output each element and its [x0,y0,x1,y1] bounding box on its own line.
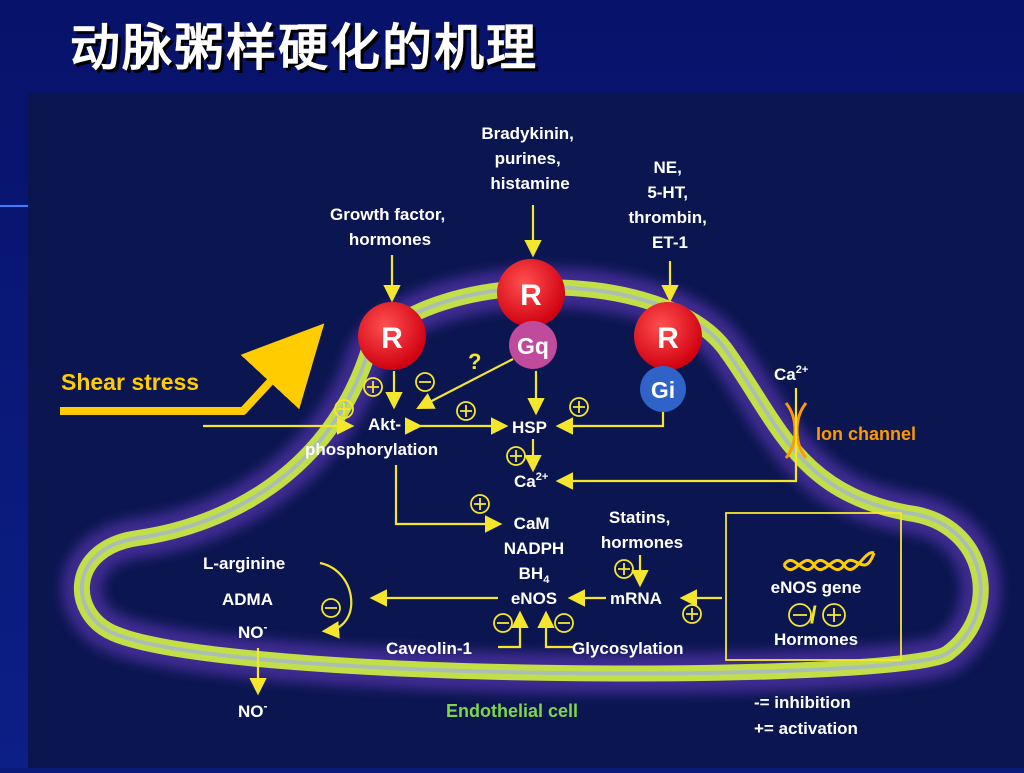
no-label-2: NO- [238,699,268,721]
legend-inhibition: -= inhibition [754,693,851,712]
legend-activation: += activation [754,719,858,738]
plus-sign-gi [569,397,589,417]
statins-label: Statins, hormones [601,508,683,552]
diagram-panel: Growth factor, hormones Bradykinin, puri… [28,93,1024,768]
enos-label: eNOS [511,589,557,608]
enos-gene-label: eNOS gene [771,578,862,597]
caveolin-label: Caveolin-1 [386,639,472,658]
question-mark: ? [468,349,481,374]
receptor-3: R [634,302,702,370]
svg-text:R: R [520,279,542,312]
minus-sign-adma [321,598,341,618]
arrow-akt-to-enos [394,465,503,533]
no-label-1: NO- [238,620,268,642]
plus-sign-statins [614,559,634,579]
akt-phosphorylation-label: Akt- phosphorylation [305,415,438,459]
glycosylation-label: Glycosylation [572,639,683,658]
svg-text:R: R [657,322,679,355]
plus-sign-mrna [682,604,702,624]
enos-gene-box [725,512,902,661]
plus-sign-shear [334,399,354,419]
minus-sign-glycosylation [554,613,574,633]
svg-text:Gq: Gq [517,333,549,359]
gene-hormones-label: Hormones [774,630,858,649]
gi-protein: Gi [640,366,686,412]
arrow-arginine-to-no [319,561,353,639]
plus-sign-r [363,377,383,397]
mrna-label: mRNA [610,589,662,608]
cell-membrane [61,267,1001,694]
gene-slash: / [810,602,817,629]
slide-title: 动脉粥样硬化的机理 [70,19,538,77]
ca-ion-label: Ca2+ [774,364,808,384]
minus-sign-gene [788,603,812,627]
svg-text:Gi: Gi [651,377,675,403]
ca-label: Ca2+ [514,471,548,491]
plus-sign-akt-hsp [456,401,476,421]
bradykinin-label: Bradykinin, purines, histamine [481,124,578,193]
minus-sign-r [415,372,435,392]
plus-sign-gene [822,603,846,627]
gq-protein: Gq [509,321,557,369]
arrow-ca-influx [555,388,798,490]
shear-stress-arrow [60,323,325,415]
arrow-gi-to-hsp [555,412,665,435]
bh4-label: BH4 [519,564,551,586]
arrow-gq-to-akt [416,358,514,410]
l-arginine-label: L-arginine [203,554,285,573]
arrow-caveolin-to-enos [498,610,529,649]
receptor-2: R [497,259,565,327]
accent-line [0,205,28,207]
minus-sign-caveolin [493,613,513,633]
plus-sign-akt-enos [470,494,490,514]
ne-label: NE, 5-HT, thrombin, ET-1 [628,158,711,252]
endothelial-cell-label: Endothelial cell [446,701,578,721]
dna-helix-icon [782,551,876,572]
svg-text:R: R [381,322,403,355]
plus-sign-hsp [506,446,526,466]
growth-factor-label: Growth factor, hormones [330,205,450,249]
diagram-canvas: Growth factor, hormones Bradykinin, puri… [60,124,1001,738]
shear-stress-label: Shear stress [61,369,199,395]
ion-channel-label: Ion channel [816,424,916,444]
adma-label: ADMA [222,590,273,609]
hsp-label: HSP [512,418,547,437]
cofactors-label: CaM NADPH [504,514,564,558]
arrow-glycosylation-to-enos [537,610,573,649]
receptor-1: R [358,302,426,370]
